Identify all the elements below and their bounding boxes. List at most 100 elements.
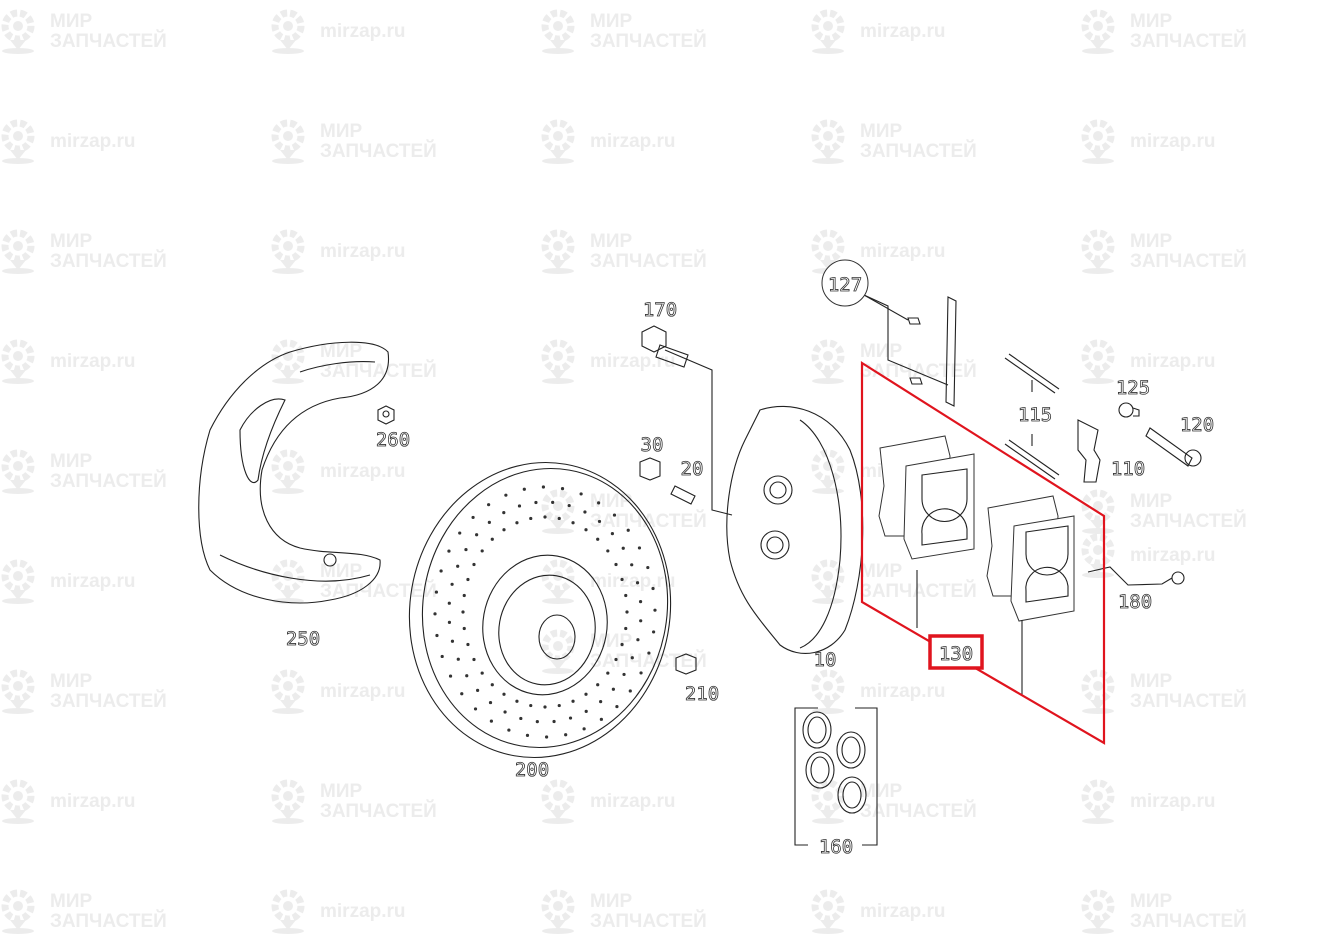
drill-hole bbox=[630, 563, 634, 567]
drill-hole bbox=[488, 700, 493, 705]
part-wear-sensor[interactable] bbox=[1087, 566, 1185, 586]
drill-hole bbox=[579, 492, 583, 496]
callout-127[interactable]: 127 bbox=[827, 274, 862, 297]
drill-hole bbox=[489, 719, 493, 723]
drill-hole bbox=[460, 692, 464, 696]
drill-hole bbox=[626, 528, 630, 532]
drill-hole bbox=[543, 705, 547, 709]
drill-hole bbox=[599, 700, 603, 704]
drill-hole bbox=[624, 626, 628, 631]
drill-hole bbox=[490, 537, 494, 541]
drill-hole bbox=[433, 612, 437, 616]
drill-hole bbox=[435, 633, 439, 638]
drill-hole bbox=[639, 671, 643, 675]
drill-hole bbox=[584, 709, 588, 713]
callout-30[interactable]: 30 bbox=[640, 434, 664, 457]
drill-hole bbox=[606, 549, 610, 553]
drill-hole bbox=[606, 671, 610, 675]
part-bolt-260[interactable] bbox=[377, 405, 395, 425]
drill-hole bbox=[475, 533, 479, 537]
callout-210[interactable]: 210 bbox=[684, 683, 719, 706]
selected-group-outline bbox=[860, 361, 1106, 745]
drill-hole bbox=[503, 710, 507, 714]
drill-hole bbox=[534, 500, 538, 505]
part-bolt-210[interactable] bbox=[675, 653, 697, 675]
callout-115[interactable]: 115 bbox=[1017, 404, 1052, 427]
drill-hole bbox=[471, 515, 475, 520]
callout-110[interactable]: 110 bbox=[1110, 458, 1145, 481]
part-anti-rattle-spring[interactable] bbox=[863, 294, 957, 407]
part-retainer-clip[interactable] bbox=[1077, 419, 1101, 483]
drill-hole bbox=[647, 651, 651, 655]
drill-hole bbox=[480, 549, 484, 553]
callout-125[interactable]: 125 bbox=[1115, 377, 1150, 400]
drill-hole bbox=[507, 728, 511, 732]
drill-hole bbox=[597, 519, 602, 524]
callout-10[interactable]: 10 bbox=[813, 649, 837, 672]
callout-250[interactable]: 250 bbox=[285, 628, 320, 651]
callout-130[interactable]: 130 bbox=[938, 643, 973, 666]
drill-hole bbox=[596, 683, 600, 687]
drill-hole bbox=[450, 639, 455, 643]
drill-hole bbox=[557, 703, 561, 708]
drill-hole bbox=[612, 513, 617, 517]
drill-hole bbox=[472, 562, 476, 567]
callout-127-circle bbox=[821, 259, 869, 307]
drill-hole bbox=[462, 626, 466, 631]
drill-hole bbox=[615, 704, 619, 709]
drill-hole bbox=[458, 531, 462, 535]
drill-hole bbox=[525, 733, 530, 738]
drill-hole bbox=[582, 727, 586, 731]
drill-hole bbox=[651, 630, 656, 634]
selected-callout-box[interactable] bbox=[928, 634, 984, 670]
drill-hole bbox=[624, 593, 628, 598]
drill-hole bbox=[515, 521, 519, 525]
drill-hole bbox=[504, 493, 508, 497]
part-seal-kit[interactable] bbox=[794, 707, 878, 846]
callout-20[interactable]: 20 bbox=[680, 458, 704, 481]
drill-hole bbox=[571, 699, 575, 703]
drill-hole bbox=[519, 716, 523, 721]
drill-hole bbox=[614, 562, 618, 567]
drill-hole bbox=[529, 703, 533, 708]
drill-hole bbox=[473, 707, 478, 711]
drill-hole bbox=[448, 674, 453, 678]
drill-hole bbox=[466, 642, 470, 647]
callout-180[interactable]: 180 bbox=[1117, 591, 1152, 614]
drill-hole bbox=[450, 582, 454, 586]
drill-hole bbox=[622, 672, 626, 677]
drill-hole bbox=[502, 692, 506, 696]
callout-260[interactable]: 260 bbox=[375, 429, 410, 452]
drill-hole bbox=[597, 501, 601, 505]
part-brake-pads[interactable] bbox=[878, 435, 1075, 695]
drill-hole bbox=[447, 549, 451, 553]
drill-hole bbox=[461, 610, 465, 614]
drill-hole bbox=[515, 699, 519, 703]
drill-hole bbox=[517, 504, 522, 508]
part-guide-pins[interactable] bbox=[1004, 353, 1060, 480]
part-brake-caliper[interactable] bbox=[726, 405, 864, 654]
part-bolt-170[interactable] bbox=[641, 325, 733, 516]
part-brake-disc[interactable] bbox=[386, 442, 693, 779]
callout-160[interactable]: 160 bbox=[818, 836, 853, 859]
drill-hole bbox=[476, 688, 480, 692]
drill-hole bbox=[630, 656, 634, 660]
drill-hole bbox=[466, 577, 470, 582]
part-bolt-120[interactable] bbox=[1145, 427, 1202, 467]
drill-hole bbox=[564, 733, 568, 737]
drill-hole bbox=[472, 657, 476, 662]
drill-hole bbox=[490, 683, 494, 687]
part-dust-shield[interactable] bbox=[198, 341, 390, 604]
drill-hole bbox=[583, 510, 587, 514]
drill-hole bbox=[584, 692, 588, 696]
callout-170[interactable]: 170 bbox=[642, 299, 677, 322]
part-bolt-125[interactable] bbox=[1118, 402, 1140, 418]
drill-hole bbox=[560, 486, 565, 491]
callout-200[interactable]: 200 bbox=[514, 759, 549, 782]
part-bleeder[interactable] bbox=[639, 457, 696, 505]
drill-hole bbox=[620, 642, 624, 647]
drill-hole bbox=[535, 720, 539, 724]
callout-120[interactable]: 120 bbox=[1179, 414, 1214, 437]
drill-hole bbox=[434, 590, 439, 594]
